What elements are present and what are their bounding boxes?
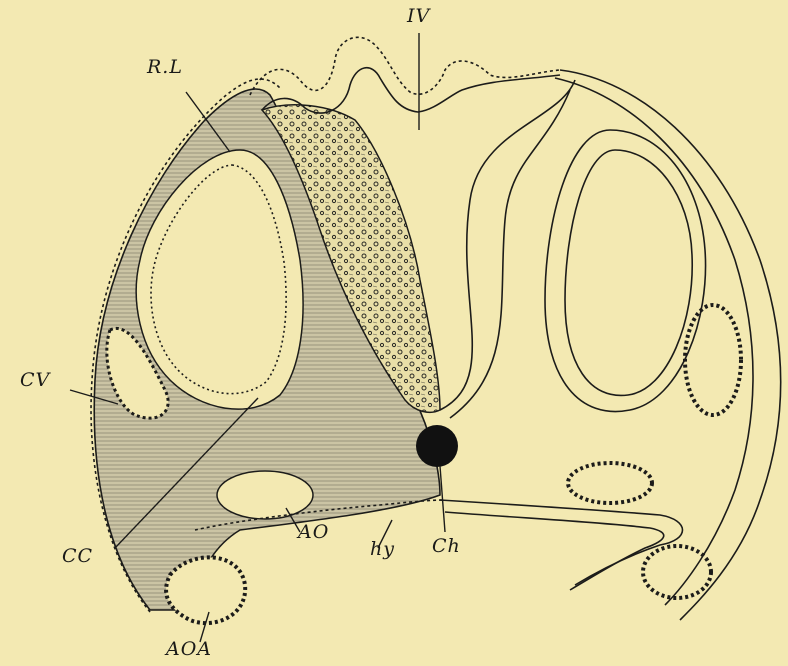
label-hy: hy: [370, 538, 395, 560]
label-iv: IV: [407, 5, 430, 27]
right-body-cavity-outer: [440, 80, 575, 410]
aorta: [217, 471, 313, 519]
label-ao: AO: [298, 521, 329, 543]
right-aorta: [568, 463, 652, 503]
label-rl: R.L: [147, 56, 183, 78]
label-cv: CV: [20, 369, 50, 391]
hypoblast-right: [440, 500, 683, 585]
label-ch: Ch: [432, 535, 461, 557]
right-somite-outer: [545, 130, 706, 412]
right-inner-contour: [555, 78, 753, 605]
dorsal-epidermis: [250, 37, 560, 95]
right-outer-contour: [560, 70, 781, 620]
notochord: [416, 425, 458, 467]
label-aoa: AOA: [166, 638, 212, 660]
right-body-cavity-inner: [450, 90, 570, 418]
right-cardinal-vein: [685, 305, 741, 415]
hypoblast-right-inner: [445, 512, 664, 590]
leader-ch: [440, 466, 445, 532]
label-cc: CC: [62, 545, 93, 567]
right-somite-inner: [565, 150, 692, 395]
right-aortic-arch: [643, 546, 711, 598]
